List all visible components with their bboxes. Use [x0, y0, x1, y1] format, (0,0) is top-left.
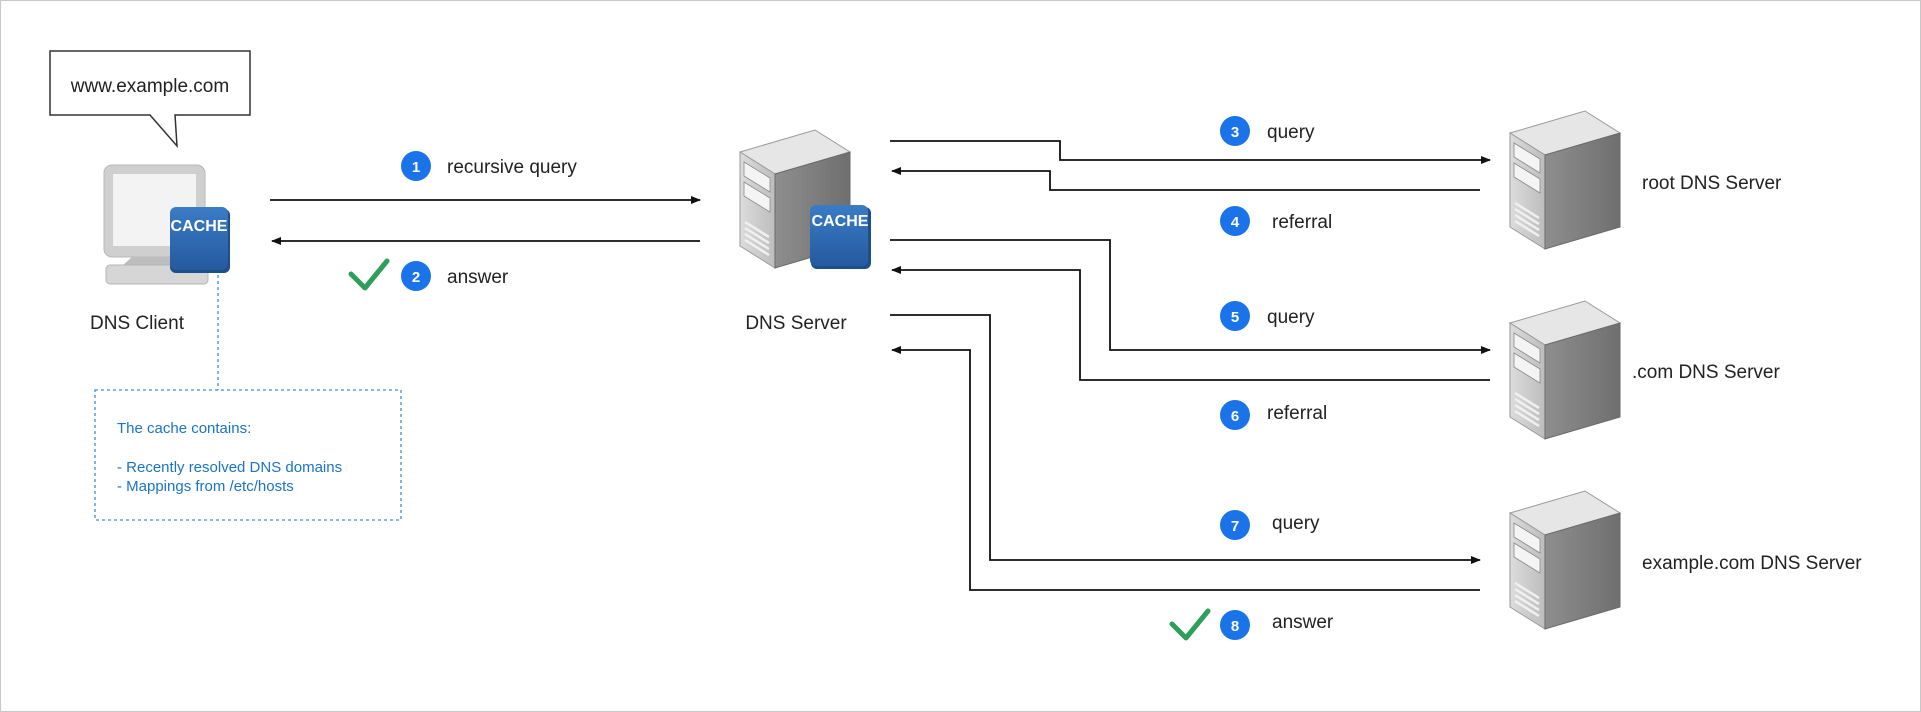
svg-text:7: 7 — [1231, 518, 1239, 535]
svg-text:8: 8 — [1231, 618, 1239, 635]
step-label-5: query — [1267, 307, 1315, 328]
step-label-8: answer — [1272, 612, 1334, 633]
com-server-icon — [1508, 299, 1622, 441]
arrow-query-root — [890, 140, 1491, 164]
step-badge-1: 1 — [401, 151, 431, 181]
client-label: DNS Client — [90, 313, 185, 334]
step-badge-8: 8 — [1220, 610, 1250, 640]
svg-text:4: 4 — [1231, 214, 1240, 231]
svg-text:6: 6 — [1231, 408, 1239, 425]
client-cache-icon: CACHE — [170, 207, 230, 273]
example-server-icon — [1508, 489, 1622, 631]
speech-text: www.example.com — [70, 76, 229, 97]
svg-text:2: 2 — [412, 269, 420, 286]
arrow-referral-com — [891, 266, 1490, 381]
resolver-cache-label: CACHE — [812, 213, 869, 230]
note-line2: - Mappings from /etc/hosts — [117, 478, 294, 495]
arrow-answer-example — [891, 346, 1480, 591]
step-label-3: query — [1267, 122, 1315, 143]
note-title: The cache contains: — [117, 420, 251, 437]
speech-bubble: www.example.com — [49, 50, 251, 149]
cache-note: The cache contains: - Recently resolved … — [94, 389, 402, 521]
svg-text:5: 5 — [1231, 309, 1239, 326]
resolver-label: DNS Server — [745, 313, 847, 334]
resolver-cache-icon: CACHE — [810, 205, 871, 269]
step-label-7: query — [1272, 513, 1320, 534]
arrow-query-com — [890, 239, 1491, 354]
step-badge-4: 4 — [1220, 206, 1250, 236]
step-badge-6: 6 — [1220, 400, 1250, 430]
check-icon — [1169, 608, 1211, 641]
step-label-1: recursive query — [447, 157, 577, 178]
check-icon — [348, 258, 390, 291]
note-line1: - Recently resolved DNS domains — [117, 459, 342, 476]
step-badge-7: 7 — [1220, 510, 1250, 540]
step-badge-3: 3 — [1220, 116, 1250, 146]
root-server-label: root DNS Server — [1642, 173, 1782, 194]
example-server-label: example.com DNS Server — [1642, 553, 1862, 574]
root-server-icon — [1508, 109, 1622, 251]
client-cache-label: CACHE — [171, 218, 228, 235]
step-badge-5: 5 — [1220, 301, 1250, 331]
arrow-query-example — [890, 314, 1481, 564]
svg-text:3: 3 — [1231, 124, 1239, 141]
step-label-6: referral — [1267, 403, 1327, 424]
step-label-4: referral — [1272, 212, 1332, 233]
step-badge-2: 2 — [401, 261, 431, 291]
arrow-referral-root — [891, 167, 1480, 191]
step-label-2: answer — [447, 267, 509, 288]
svg-text:1: 1 — [412, 159, 420, 176]
com-server-label: .com DNS Server — [1632, 362, 1780, 383]
